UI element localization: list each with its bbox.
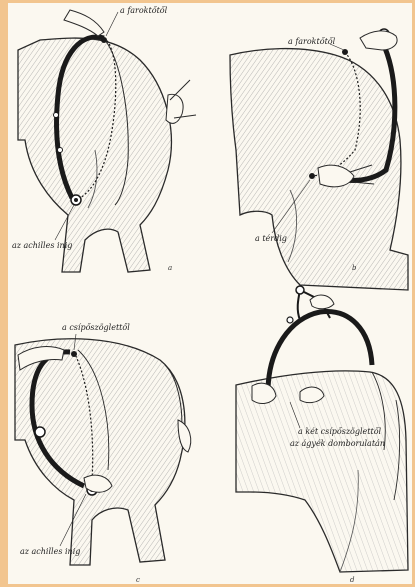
panel-c: a csípőszöglettől az achilles inig c	[15, 323, 191, 584]
panel-d: a két csípőszöglettől az ágyék domborula…	[236, 286, 408, 584]
horse-hindquarter-icon	[15, 339, 185, 565]
label-d-hip-points: a két csípőszöglettől	[298, 427, 382, 436]
label-b-tail-base: a faroktőtől	[288, 37, 336, 46]
hand-icon	[360, 31, 397, 50]
label-c-achilles: az achilles inig	[20, 547, 80, 556]
label-c-hip-point: a csípőszöglettől	[62, 323, 130, 332]
label-b-knee: a térdig	[255, 234, 287, 243]
panel-a: a faroktőtől az achilles inig a	[12, 6, 196, 272]
label-a-achilles: az achilles inig	[12, 241, 72, 250]
hand-icon	[64, 10, 104, 36]
panel-letter-d: d	[350, 576, 355, 584]
label-d-loin: az ágyék domborulatán	[290, 439, 385, 448]
horse-hindquarter-icon	[18, 38, 171, 272]
panel-letter-b: b	[352, 264, 357, 272]
label-a-tail-base: a faroktőtől	[120, 6, 168, 15]
panel-letter-c: c	[136, 576, 140, 584]
panel-letter-a: a	[168, 264, 172, 272]
panel-b: a faroktőtől a térdig b	[230, 29, 408, 290]
